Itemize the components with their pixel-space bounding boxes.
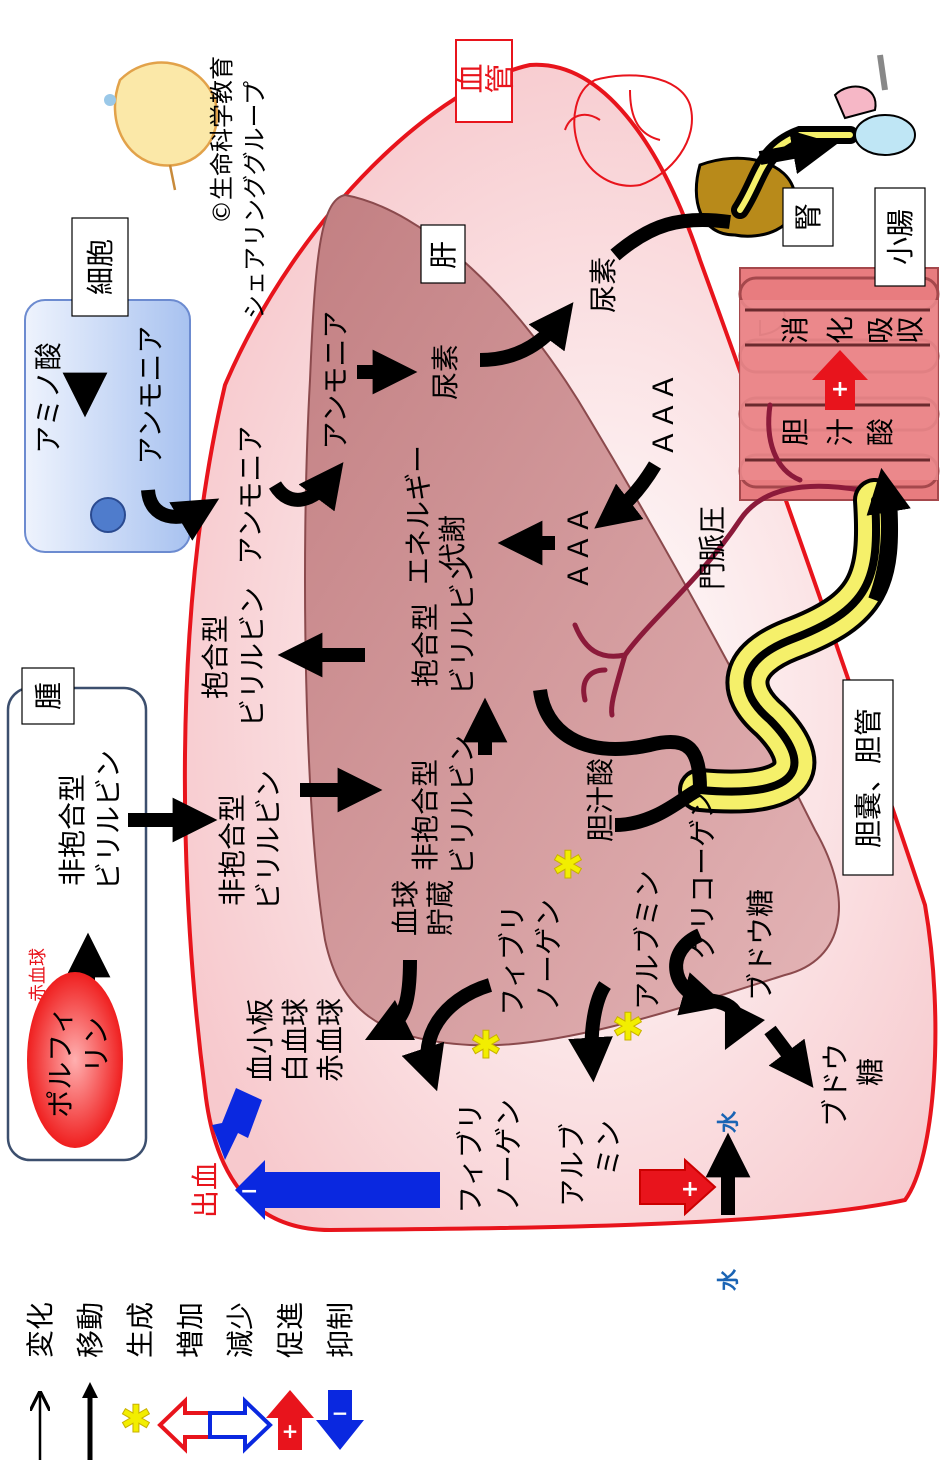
pancreas-label: 腫 [32,682,65,710]
aaa-blood: ＡＡＡ [647,373,680,457]
fibrinogen-liver-1: フィブリ [496,904,529,1015]
svg-text:+: + [681,1177,699,1202]
unconj-bili-blood-2: ビリルビン [252,770,285,910]
portal-pressure: 門脈圧 [696,506,729,590]
liver-ammonia: アンモニア [319,311,352,450]
bile-duct [678,478,899,814]
fibrinogen-liver-2: ノーゲン [532,899,565,1011]
fibrinogen-blood-2: ノーゲン [492,1099,525,1211]
unconj-bili-pancreas-1: 非抱合型 [56,774,89,886]
conj-bili-blood-1: 抱合型 [199,615,232,699]
bleeding-label: 出血 [189,1162,222,1218]
glucose-blood-1: ブドウ [819,1043,852,1127]
promote-arrow-digestion: + [812,350,868,410]
copyright-line1: ©生命科学教育 [208,56,236,224]
legend-inhibit: 抑制 [324,1302,357,1358]
albumin-blood-1: アルブ [556,1123,589,1207]
red-blood-cell: ポルフィ リン [27,972,123,1148]
kidney-label: 腎 [792,203,825,231]
legend-symbols: ✱ + − [40,1381,364,1460]
legend-labels: 変化 移動 生成 増加 減少 促進 抑制 [24,1302,357,1358]
vessel-label: 血管 [454,65,514,100]
water-label-2: 水 [717,1268,742,1291]
cell-label: 細胞 [84,239,117,295]
unconj-bili-liver-2: ビリルビン [446,735,479,875]
conj-bili-liver-2: ビリルビン [446,555,479,695]
legend-generate: 生成 [124,1302,157,1358]
nucleus [90,497,126,533]
label-boxes [21,39,926,876]
bile-acid-int-2: 汁 [824,418,857,446]
glycogen-label: グリコーゲン [686,791,719,959]
chick-illustration [104,61,219,191]
svg-text:−: − [332,1401,349,1425]
glucose-liver: ブドウ糖 [744,889,777,1001]
digest-1: 消 [779,316,812,344]
liver-urea: 尿素 [429,344,462,400]
legend-increase: 増加 [174,1302,207,1358]
unconj-bili-pancreas-2: ビリルビン [92,750,125,890]
toilet-icon [833,54,916,156]
conj-bili-blood-2: ビリルビン [236,587,269,727]
blood-storage-1: 血球 [389,880,422,936]
copyright-line2: シェアリンググループ [241,81,269,319]
blood-cells-1: 血小板 [244,998,277,1082]
bile-acid-int-3: 酸 [864,418,897,446]
albumin-liver: アルブミン [631,870,664,1010]
svg-text:−: − [240,1179,258,1204]
water-label-1: 水 [717,1110,742,1133]
unconj-bili-liver-1: 非抱合型 [409,759,442,871]
blood-cells-2: 白血球 [279,998,312,1082]
small-intestine-label: 小腸 [884,209,917,265]
fibrinogen-blood-1: フィブリ [454,1102,487,1213]
svg-text:✱: ✱ [120,1397,152,1441]
inhibit-arrow-fibrinogen: − [235,1160,440,1220]
bile-acid-liver: 胆汁酸 [584,758,617,842]
digest-2: 化 [824,316,857,344]
text-labels: 血管 肝 細胞 腫 腎 小腸 胆嚢、胆管 ©生命科学教育 シェアリンググループ … [28,56,927,1291]
bold-arrows [62,129,911,1215]
porphyrin-1: ポルフィ [44,1006,77,1117]
legend-move: 移動 [74,1302,107,1358]
aaa-liver: ＡＡＡ [562,506,595,590]
digest-3: 吸 [864,316,897,344]
svg-text:+: + [831,377,849,402]
cell-amino-acid: アミノ酸 [32,342,65,453]
legend-promote: 促進 [274,1302,307,1358]
blood-storage-2: 貯蔵 [424,880,457,936]
legend-change: 変化 [24,1302,57,1358]
blood-cells-3: 赤血球 [314,998,347,1082]
svg-text:+: + [282,1419,299,1443]
cell-ammonia: アンモニア [134,326,167,465]
asterisk-icon: ✱ [470,1023,502,1067]
energy-label-1: エネルギー [402,445,435,585]
asterisk-icon: ✱ [552,843,584,887]
blood-ammonia: アンモニア [234,426,267,565]
energy-label-2: 代謝 [436,515,469,571]
bile-duct-label: 胆嚢、胆管 [852,708,885,848]
legend-decrease: 減少 [224,1302,257,1358]
conj-bili-liver-1: 抱合型 [409,603,442,687]
promote-arrow-albumin: + [639,1157,717,1217]
blood-urea: 尿素 [587,257,620,313]
glucose-blood-2: 糖 [854,1058,887,1086]
rbc-small-label: 赤血球 [28,948,49,1002]
liver-label: 肝 [427,241,460,269]
liver [304,193,840,1047]
generate-icons: ✱ ✱ ✱ [470,843,645,1068]
heart-icon [564,74,693,187]
inhibit-arrow-bloodcells [212,1088,262,1160]
portal-vein [572,402,863,718]
digest-4: 収 [894,316,927,344]
bile-acid-int-1: 胆 [779,418,812,446]
porphyrin-2: リン [80,1017,113,1073]
asterisk-icon: ✱ [612,1005,644,1049]
unconj-bili-blood-1: 非抱合型 [216,794,249,906]
albumin-blood-2: ミン [592,1120,625,1176]
